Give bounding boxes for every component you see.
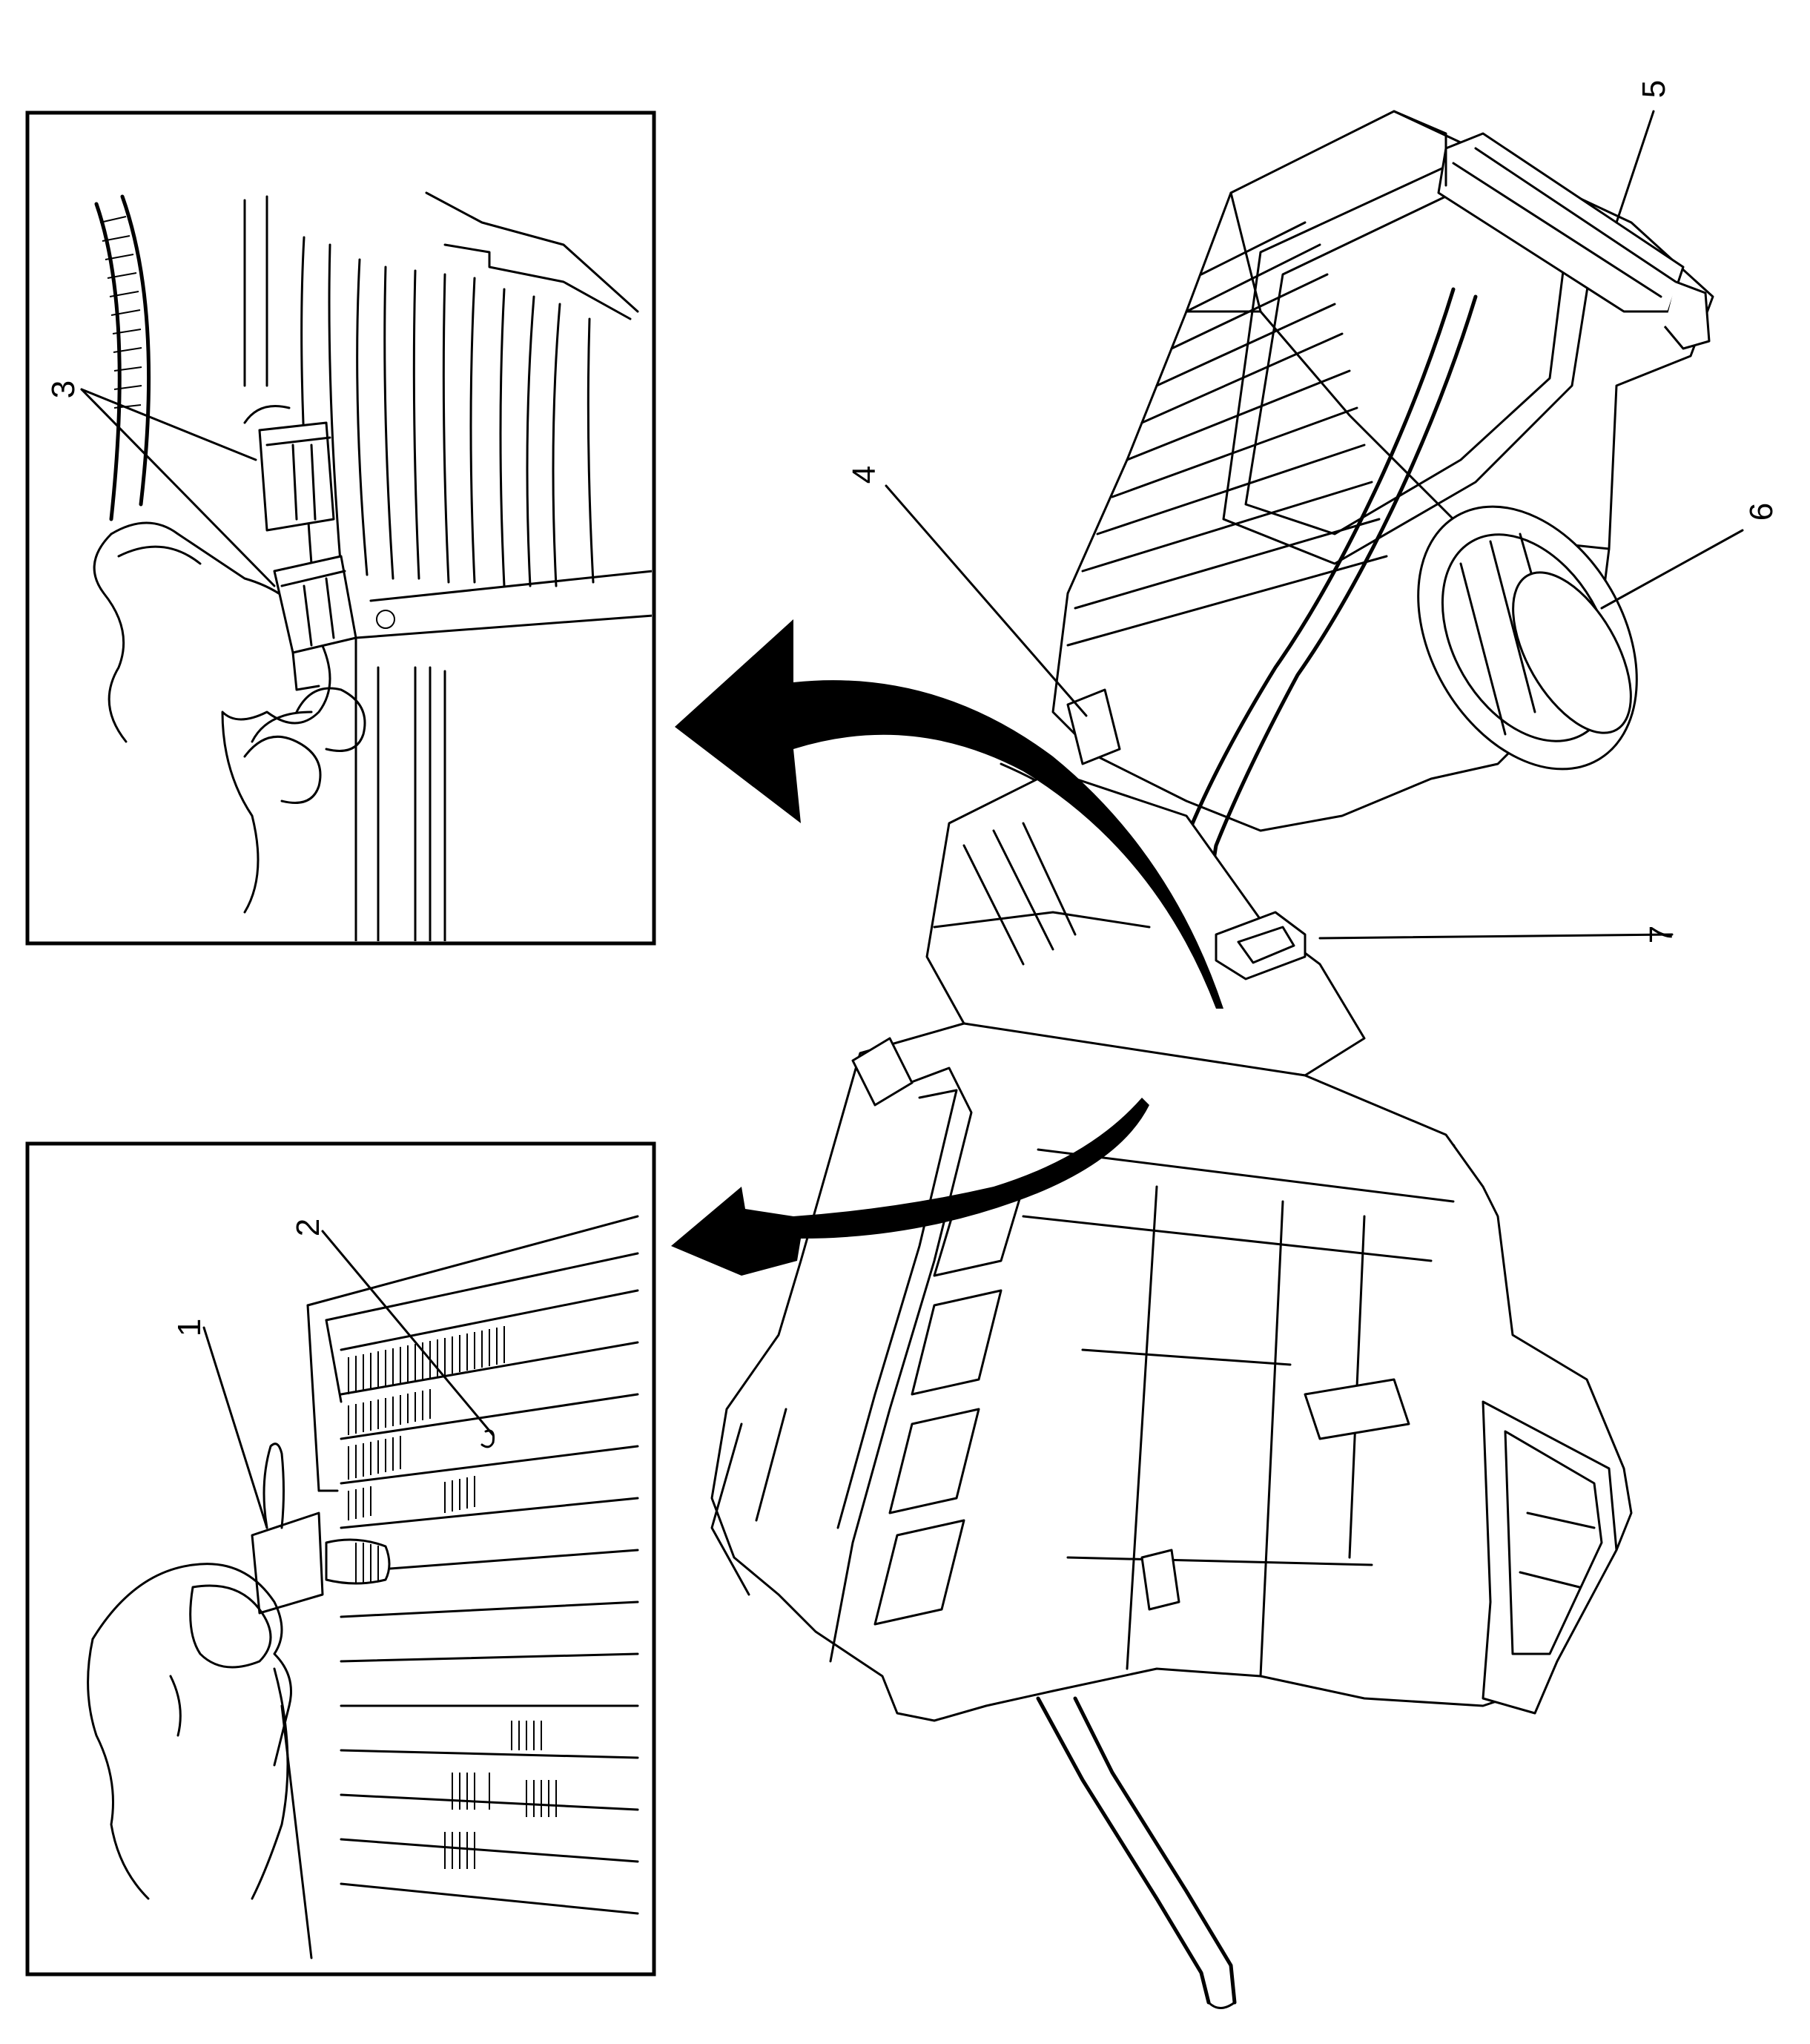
connector-lower [273,555,395,691]
drain-tube [1036,1696,1237,2009]
arrow-to-top-inset [675,619,1223,1009]
callout-7: 7 [1643,926,1679,943]
inset-sensor-detail [25,1141,656,1977]
lower-outlet [1304,1378,1618,1715]
leader-3 [80,388,276,587]
top-inlet [1393,110,1711,350]
callouts: 1 2 3 4 5 6 7 [45,80,1780,1336]
main-leaders [885,110,1744,940]
arrow-to-bottom-inset [671,1098,1149,1276]
mode-actuator-connector [1215,911,1307,980]
hand [87,1563,313,1959]
callout-3: 3 [45,380,82,398]
evaporator-core [306,1215,639,1915]
hand [93,521,366,914]
inset-connector-detail [25,111,656,946]
callout-1: 1 [171,1319,208,1336]
heater-core-frame [829,1066,1025,1663]
blower-motor [1417,505,1638,771]
callout-2: 2 [290,1219,326,1236]
temperature-sensor [251,1443,391,1615]
connector-upper [243,405,335,532]
leader-2 [321,1230,495,1437]
leader-1 [202,1326,268,1529]
hvac-module [710,110,1714,2009]
callout-6: 6 [1743,503,1780,521]
callout-5: 5 [1636,80,1672,98]
callout-4: 4 [846,466,882,484]
